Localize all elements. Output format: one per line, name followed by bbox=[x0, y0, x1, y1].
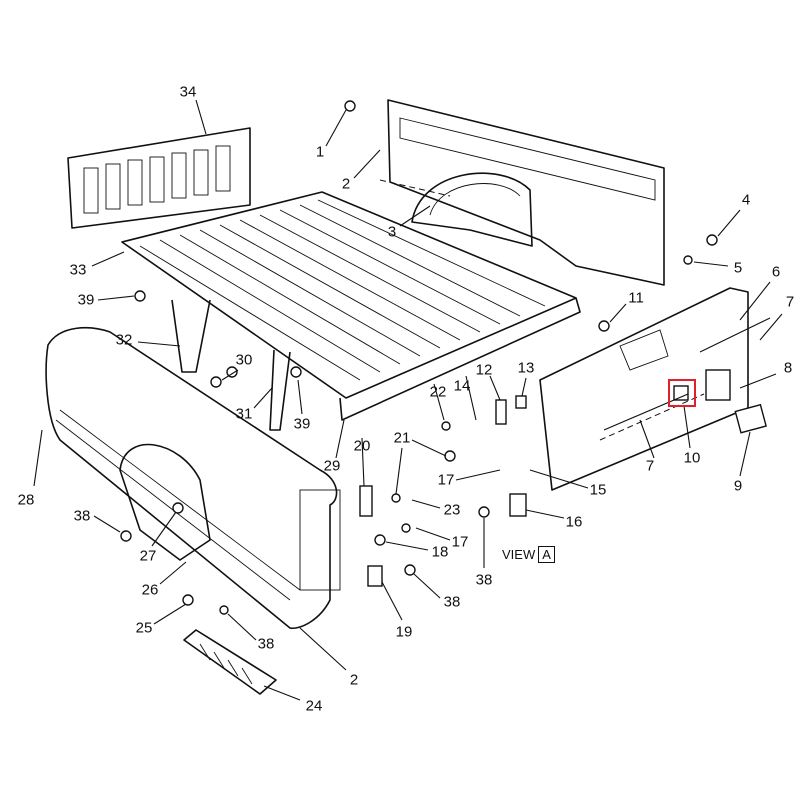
callout-26: 26 bbox=[141, 581, 159, 599]
callout-11: 11 bbox=[628, 289, 644, 307]
callout-3: 3 bbox=[387, 223, 397, 241]
callout-13: 13 bbox=[517, 359, 535, 377]
view-text: VIEW bbox=[502, 547, 536, 562]
callout-25: 25 bbox=[135, 619, 153, 637]
callout-30: 30 bbox=[235, 351, 253, 369]
callout-6: 6 bbox=[771, 263, 781, 281]
callout-24: 24 bbox=[305, 697, 323, 715]
callout-39b: 39 bbox=[293, 415, 311, 433]
front-panel bbox=[67, 127, 251, 229]
callout-38: 38 bbox=[73, 507, 91, 525]
callout-4: 4 bbox=[741, 191, 751, 209]
callout-38b: 38 bbox=[257, 635, 275, 653]
callout-21: 21 bbox=[393, 429, 411, 447]
callout-39: 39 bbox=[77, 291, 95, 309]
callout-38d: 38 bbox=[475, 571, 493, 589]
callout-33: 33 bbox=[69, 261, 87, 279]
callout-31: 31 bbox=[235, 405, 253, 423]
callout-18: 18 bbox=[431, 543, 449, 561]
step bbox=[183, 629, 277, 695]
callout-8: 8 bbox=[783, 359, 793, 377]
leader-lines bbox=[33, 99, 783, 701]
callout-27: 27 bbox=[139, 547, 157, 565]
highlight-box-part-10 bbox=[668, 379, 696, 407]
callout-10: 10 bbox=[683, 449, 701, 467]
callout-7b: 7 bbox=[645, 457, 655, 475]
tailgate bbox=[539, 287, 771, 491]
callout-17: 17 bbox=[437, 471, 455, 489]
view-letter-box: A bbox=[538, 546, 555, 563]
callout-12: 12 bbox=[475, 361, 493, 379]
callout-16: 16 bbox=[565, 513, 583, 531]
callout-20: 20 bbox=[353, 437, 371, 455]
callout-22: 22 bbox=[429, 383, 447, 401]
callout-9: 9 bbox=[733, 477, 743, 495]
callout-34: 34 bbox=[179, 83, 197, 101]
callout-17b: 17 bbox=[451, 533, 469, 551]
callout-5: 5 bbox=[733, 259, 743, 277]
callout-28: 28 bbox=[17, 491, 35, 509]
callout-23: 23 bbox=[443, 501, 461, 519]
callout-19: 19 bbox=[395, 623, 413, 641]
callout-1: 1 bbox=[315, 143, 325, 161]
bed-floor bbox=[121, 191, 581, 421]
callout-14: 14 bbox=[453, 377, 471, 395]
side-panel-left bbox=[387, 99, 665, 286]
callout-15: 15 bbox=[589, 481, 607, 499]
callout-7: 7 bbox=[785, 293, 795, 311]
callout-2: 2 bbox=[341, 175, 351, 193]
callout-38c: 38 bbox=[443, 593, 461, 611]
callout-29: 29 bbox=[323, 457, 341, 475]
callout-32: 32 bbox=[115, 331, 133, 349]
callout-2b: 2 bbox=[349, 671, 359, 689]
